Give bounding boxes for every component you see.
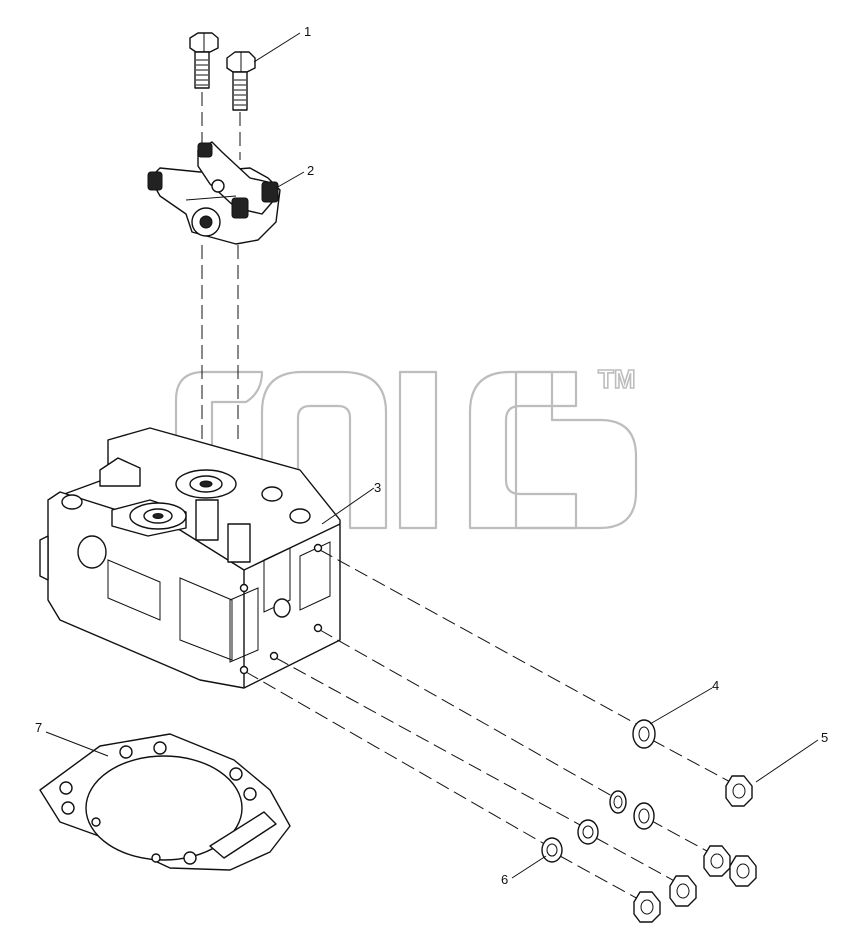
bolt-left (189, 32, 219, 89)
rocker-arm-assembly (147, 141, 281, 245)
nut-d (633, 891, 661, 923)
callout-5: 5 (821, 730, 828, 745)
callout-labels: 1 2 3 4 5 6 7 (35, 24, 828, 887)
washer-4 (632, 719, 656, 749)
cylinder-head (39, 427, 341, 689)
alignment-lines-vertical (201, 92, 241, 450)
callout-7: 7 (35, 720, 42, 735)
bolts (189, 32, 256, 111)
trademark-mark: TM (598, 364, 636, 394)
callout-1: 1 (304, 24, 311, 39)
nut-c (669, 875, 697, 907)
washers (541, 719, 656, 863)
callout-4: 4 (712, 678, 719, 693)
nut-b (729, 855, 757, 887)
washer-a (609, 790, 627, 814)
callout-3: 3 (374, 480, 381, 495)
callout-6: 6 (501, 872, 508, 887)
callout-leaders (45, 32, 819, 879)
alignment-lines-diagonal (245, 549, 735, 901)
nut-a (703, 845, 731, 877)
watermark-logo: TM (174, 363, 638, 530)
washer-c (577, 819, 599, 845)
bolt-right (226, 51, 256, 111)
washer-6 (541, 837, 563, 863)
nut-5 (725, 775, 753, 807)
washer-b (633, 802, 655, 830)
nuts (633, 775, 757, 923)
callout-2: 2 (307, 163, 314, 178)
head-gasket (39, 733, 291, 871)
